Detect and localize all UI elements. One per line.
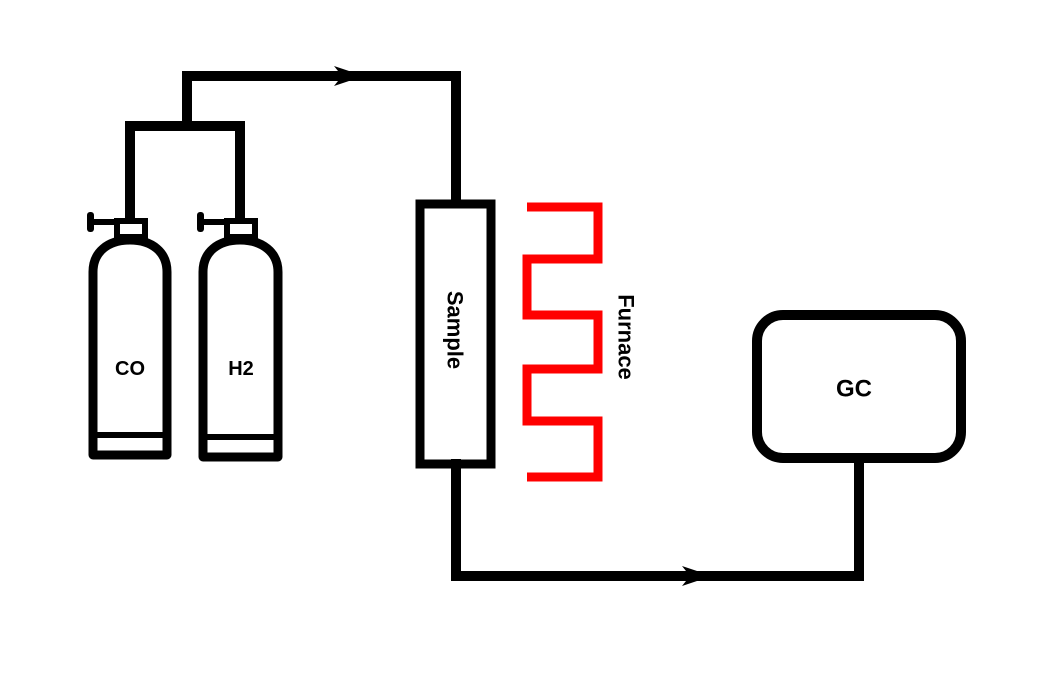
furnace-label: Furnace (614, 294, 639, 380)
furnace-coil (522, 202, 603, 482)
co-cylinder-handle-bar (92, 219, 116, 225)
h2-cylinder-handle-bar (202, 219, 226, 225)
h2-cylinder-valve (224, 218, 258, 240)
co-supply-line (125, 121, 192, 227)
co-cylinder-valve (114, 218, 148, 240)
h2-cylinder-body (198, 235, 283, 462)
h2-cylinder-label: H2 (228, 358, 254, 380)
gas-chromatograph: GC (752, 310, 966, 463)
furnace: Furnace (522, 202, 639, 482)
sample-tube: Sample (415, 199, 496, 469)
outlet-flow-arrow (682, 566, 712, 586)
h2-cylinder: H2 (197, 212, 283, 462)
co-cylinder: CO (87, 212, 172, 460)
inlet-flow-arrow (334, 66, 364, 86)
co-cylinder-handle (87, 212, 94, 232)
outlet-line (451, 457, 864, 581)
h2-supply-line (182, 121, 245, 227)
gc-box (752, 310, 966, 463)
gc-label: GC (836, 376, 872, 403)
h2-cylinder-handle (197, 212, 204, 232)
inlet-line (182, 71, 461, 209)
h2-cylinder-band (207, 434, 274, 440)
gas-supply-manifold (125, 71, 461, 227)
co-cylinder-body (88, 235, 172, 460)
co-cylinder-label: CO (115, 358, 145, 380)
sample-label: Sample (443, 291, 468, 369)
co-cylinder-band (97, 432, 163, 438)
